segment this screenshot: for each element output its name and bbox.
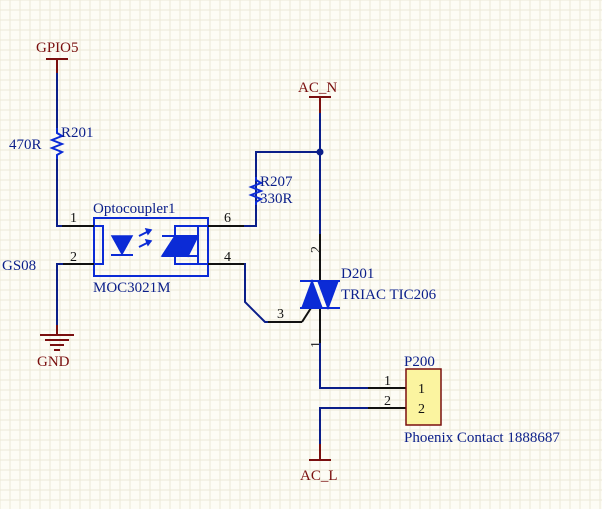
connector-designator: P200 [404, 354, 435, 370]
led-triangle-icon [110, 235, 134, 256]
gs08-label: GS08 [2, 258, 36, 274]
optocoupler-part: MOC3021M [93, 280, 171, 296]
connector-part: Phoenix Contact 1888687 [404, 430, 560, 446]
ac-n-label: AC_N [298, 80, 337, 96]
r207-value: 330R [260, 191, 293, 207]
optocoupler-designator: Optocoupler1 [93, 201, 175, 217]
gnd-label: GND [37, 354, 70, 370]
r207-designator: R207 [260, 174, 293, 190]
connector-pin-label-2: 2 [418, 402, 425, 417]
opto-pin-2: 2 [70, 250, 77, 265]
triac-designator: D201 [341, 266, 374, 282]
gpio5-label: GPIO5 [36, 40, 79, 56]
gpio5-power-port[interactable]: GPIO5 [36, 40, 79, 74]
connector-p200[interactable]: 1 2 1 2 P200 Phoenix Contact 1888687 [368, 354, 560, 446]
ac-n-power-port[interactable]: AC_N [298, 80, 337, 114]
triac-d201[interactable]: 2 1 3 D201 TRIAC TIC206 [268, 234, 437, 348]
connector-pin-label-1: 1 [418, 382, 425, 397]
wire-triac-p200 [319, 343, 369, 389]
optocoupler-body [93, 217, 209, 277]
resistor-r207[interactable]: R207 330R [244, 151, 321, 227]
ac-l-power-port[interactable]: AC_L [300, 444, 338, 484]
opto-pin-1: 1 [70, 211, 77, 226]
r201-designator: R201 [61, 125, 94, 141]
connector-body [405, 368, 442, 426]
wire-ac-l-p200 [319, 407, 369, 453]
opto-pin-6: 6 [224, 211, 231, 226]
connector-pin-number-2: 2 [384, 394, 391, 409]
gnd-power-port[interactable]: GND [37, 325, 74, 370]
optocoupler-1[interactable]: 1 2 6 4 Optocoupler1 MOC3021M [62, 201, 245, 296]
gs08-net[interactable]: GS08 [2, 258, 63, 334]
triac-pin-3: 3 [277, 307, 284, 322]
resistor-r201[interactable]: R201 470R [9, 73, 94, 227]
triac-down-triangle-icon [316, 280, 340, 311]
triac-up-triangle-icon [300, 278, 324, 309]
triac-pin-2: 2 [309, 246, 324, 253]
opto-pin-4: 4 [224, 250, 231, 265]
wire-opto-gate [244, 263, 269, 323]
connector-pin-number-1: 1 [384, 374, 391, 389]
triac-part: TRIAC TIC206 [341, 287, 437, 303]
triac-pin-1: 1 [309, 341, 324, 348]
ac-l-label: AC_L [300, 468, 338, 484]
r201-value: 470R [9, 137, 42, 153]
